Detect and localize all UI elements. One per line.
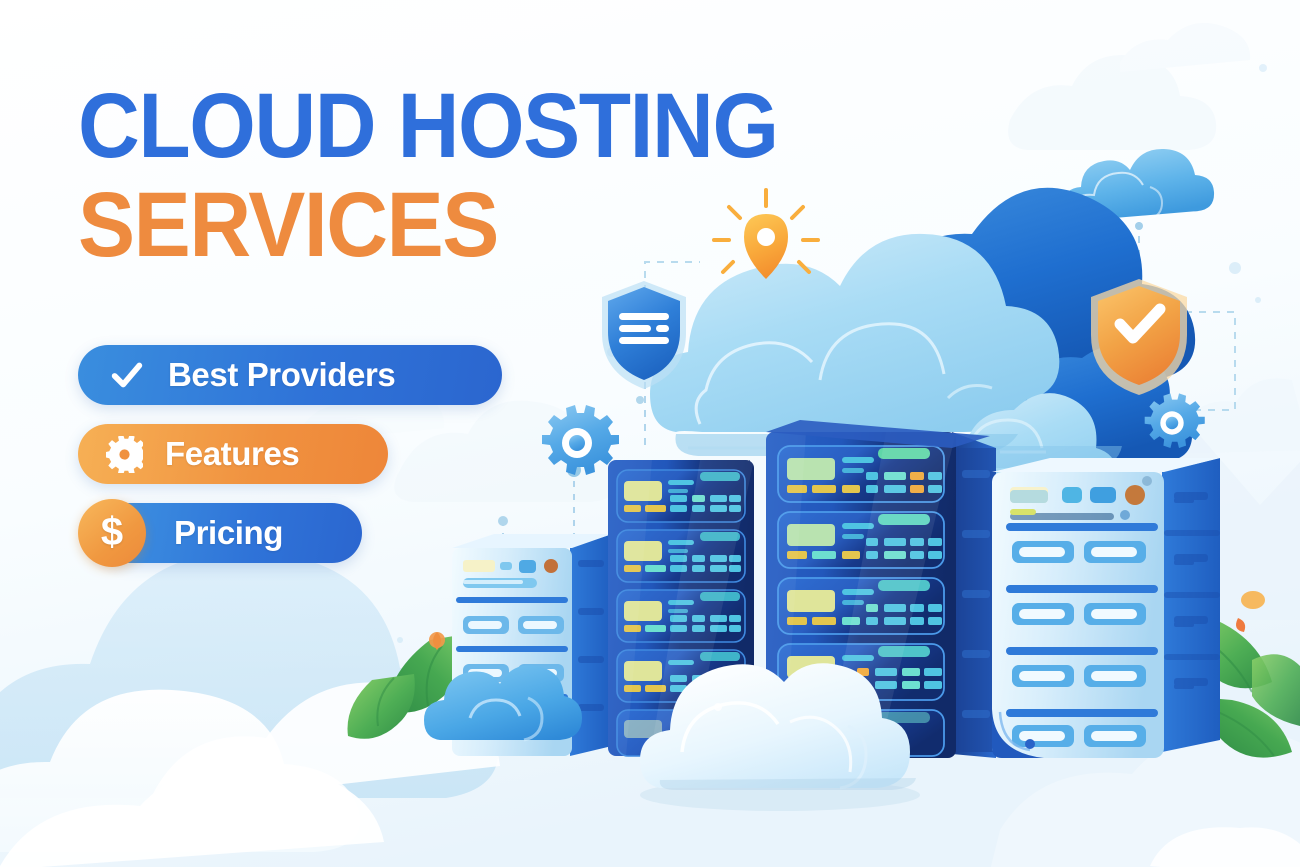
foreground-cloud: [640, 663, 920, 811]
feature-pill-list: Best Providers Features $ Pricing: [78, 345, 502, 582]
gear-icon-left: [542, 405, 619, 475]
dollar-icon: $: [78, 499, 146, 567]
check-icon: [111, 362, 143, 388]
server-rack-center: [766, 420, 996, 758]
dollar-glyph: $: [100, 510, 124, 554]
gear-icon: [106, 435, 143, 473]
pill-pricing[interactable]: $ Pricing: [78, 499, 362, 567]
poster-headline: CLOUD HOSTING SERVICES: [78, 75, 830, 277]
title-line-2: SERVICES: [78, 174, 499, 277]
pill-label-pricing: Pricing: [174, 514, 284, 551]
lightbulb-pin-icon: [712, 188, 820, 279]
pill-features[interactable]: Features: [78, 424, 388, 484]
pill-best-providers[interactable]: Best Providers: [78, 345, 502, 405]
pill-label-best-providers: Best Providers: [168, 356, 396, 393]
document-shield-icon: [602, 281, 686, 389]
gear-icon-right: [1144, 393, 1205, 448]
pill-label-features: Features: [165, 435, 300, 472]
title-line-1: CLOUD HOSTING: [78, 75, 779, 177]
server-rack-right: [991, 458, 1220, 758]
small-blue-cloud: [424, 665, 582, 742]
check-shield-icon: [1091, 279, 1187, 395]
